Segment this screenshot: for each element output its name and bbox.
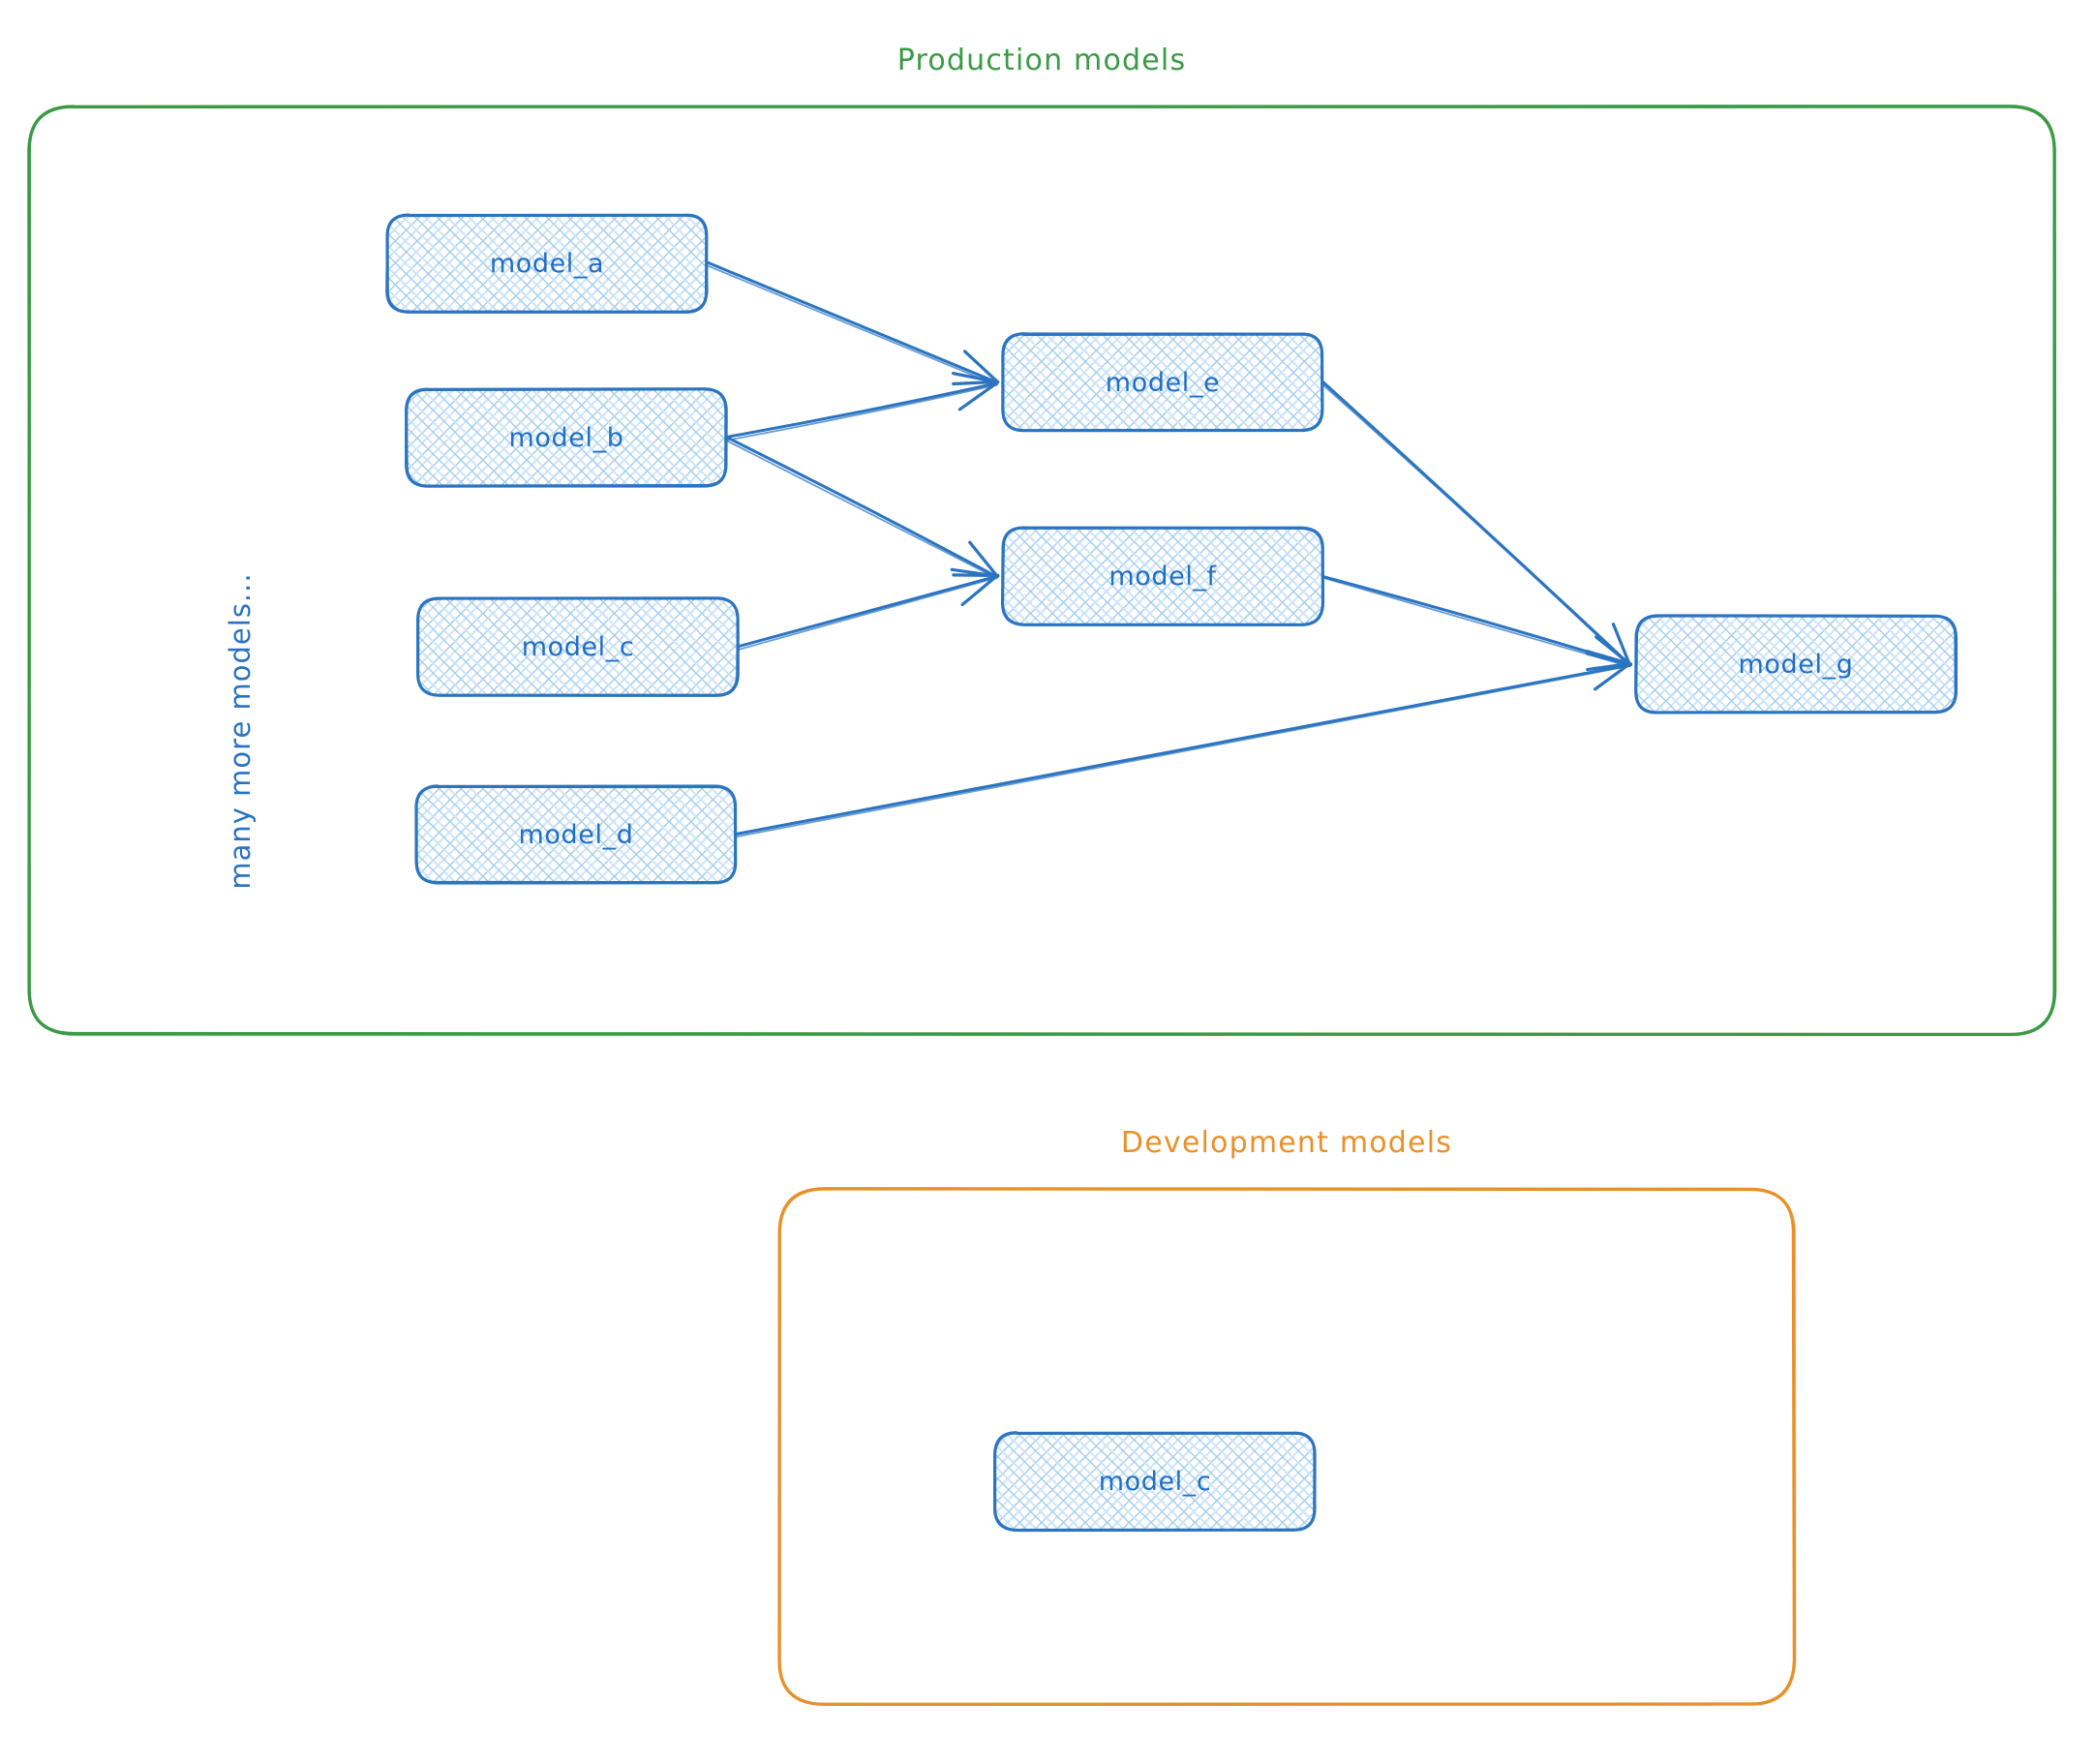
group-title-production: Production models [897,44,1187,77]
edge-line [724,435,998,579]
group-border-development [777,1187,1797,1706]
node-label-model_e: model_e [1106,368,1220,398]
arrowhead-stroke [962,350,1000,384]
node-border-model_a [384,214,709,313]
node-border-model_f [1000,526,1324,626]
node-fill-cross-model_c_dev [995,1433,1315,1530]
arrowhead-stroke [957,380,999,411]
group-containers [26,104,2057,1707]
node-fill-cross-model_b [407,389,726,486]
group-development [777,1187,1797,1707]
node-model_e[interactable]: model_e [1001,332,1324,433]
group-production [26,104,2057,1037]
node-model_c[interactable]: model_c [416,596,740,697]
node-model_g[interactable]: model_g [1634,614,1958,715]
node-fill-cross-model_c [418,598,738,695]
node-label-model_b: model_b [509,423,624,453]
node-label-model_f: model_f [1108,562,1217,592]
node-label-model_a: model_a [490,249,604,279]
edge-line [705,264,998,386]
edge-model_b-to-model_e [725,372,999,441]
edges-layer [705,260,1633,838]
edge-model_e-to-model_g [1321,380,1633,668]
edge-line [735,665,1631,838]
arrowhead-stroke [1594,661,1632,691]
edge-model_d-to-model_g [734,652,1632,838]
group-border-production [26,104,2055,1037]
nodes-layer: model_a model_b model_c model_d model_emodel… [384,213,1958,1533]
node-border-model_b [405,387,727,488]
node-fill-cross-model_a [387,215,707,312]
node-model_a[interactable]: model_a [384,213,709,314]
node-border-model_e [1001,332,1323,432]
side-note-many-more-models: many more models... [224,572,257,889]
node-model_f[interactable]: model_f [1000,526,1325,626]
edge-line [725,381,998,439]
edge-line [725,440,998,580]
edge-line [725,383,998,441]
node-model_b[interactable]: model_b [405,387,728,488]
edge-line [737,576,998,652]
edge-model_b-to-model_f [724,435,1000,580]
node-model_c_dev[interactable]: model_c [992,1431,1317,1533]
node-label-model_g: model_g [1739,650,1854,680]
node-fill-cross-model_f [1003,528,1322,624]
node-border-model_c_dev [992,1431,1317,1532]
arrowhead-stroke [951,372,999,384]
arrowhead-stroke [1611,623,1631,666]
edge-model_c-to-model_f [735,567,1000,652]
node-label-model_c_dev: model_c [1099,1467,1212,1497]
node-fill-cross-model_e [1003,334,1322,431]
edge-line [1321,380,1631,666]
node-border-model_d [414,783,737,885]
arrowhead-stroke [960,573,999,607]
node-fill-cross-model_g [1636,616,1956,713]
edge-line [734,663,1632,836]
edge-line [706,260,999,384]
arrowhead-stroke [1594,635,1632,666]
arrowhead-stroke [1585,652,1631,667]
arrowhead-stroke [950,567,999,578]
edge-line [1321,383,1631,668]
group-title-development: Development models [1121,1126,1452,1160]
node-label-model_c: model_c [522,632,635,662]
edge-line [735,574,1000,649]
node-fill-cross-model_d [416,786,736,883]
edge-line [1320,574,1633,667]
node-model_d[interactable]: model_d [414,783,738,885]
edge-model_a-to-model_e [705,260,1000,386]
node-label-model_d: model_d [519,820,634,850]
node-border-model_g [1634,614,1957,715]
node-border-model_c [416,596,740,697]
arrowhead-stroke [968,540,999,578]
